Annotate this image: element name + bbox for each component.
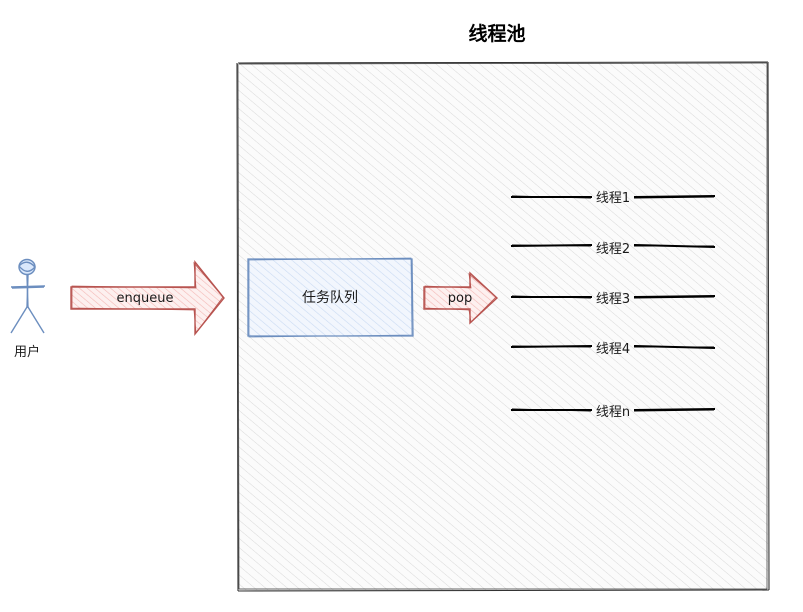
pool-title: 线程池 <box>468 22 525 45</box>
thread-4[interactable]: 线程4 <box>510 342 716 357</box>
thread-2-label: 线程2 <box>596 242 630 257</box>
pop-arrow <box>423 271 499 325</box>
user-label: 用户 <box>14 344 40 360</box>
thread-3-label: 线程3 <box>596 292 630 307</box>
thread-n[interactable]: 线程n <box>511 405 716 420</box>
thread-pool-container[interactable] <box>236 61 770 592</box>
enqueue-label: enqueue <box>117 291 174 306</box>
pop-label: pop <box>448 291 472 306</box>
thread-1[interactable]: 线程1 <box>511 191 716 206</box>
user-actor-icon[interactable] <box>10 258 46 334</box>
task-queue-label: 任务队列 <box>302 290 358 306</box>
task-queue-box[interactable] <box>247 257 414 338</box>
thread-n-label: 线程n <box>596 405 630 420</box>
thread-3[interactable]: 线程3 <box>511 292 716 307</box>
enqueue-arrow <box>70 260 225 336</box>
thread-4-label: 线程4 <box>596 342 630 357</box>
thread-1-label: 线程1 <box>596 191 630 206</box>
thread-2[interactable]: 线程2 <box>510 242 716 257</box>
